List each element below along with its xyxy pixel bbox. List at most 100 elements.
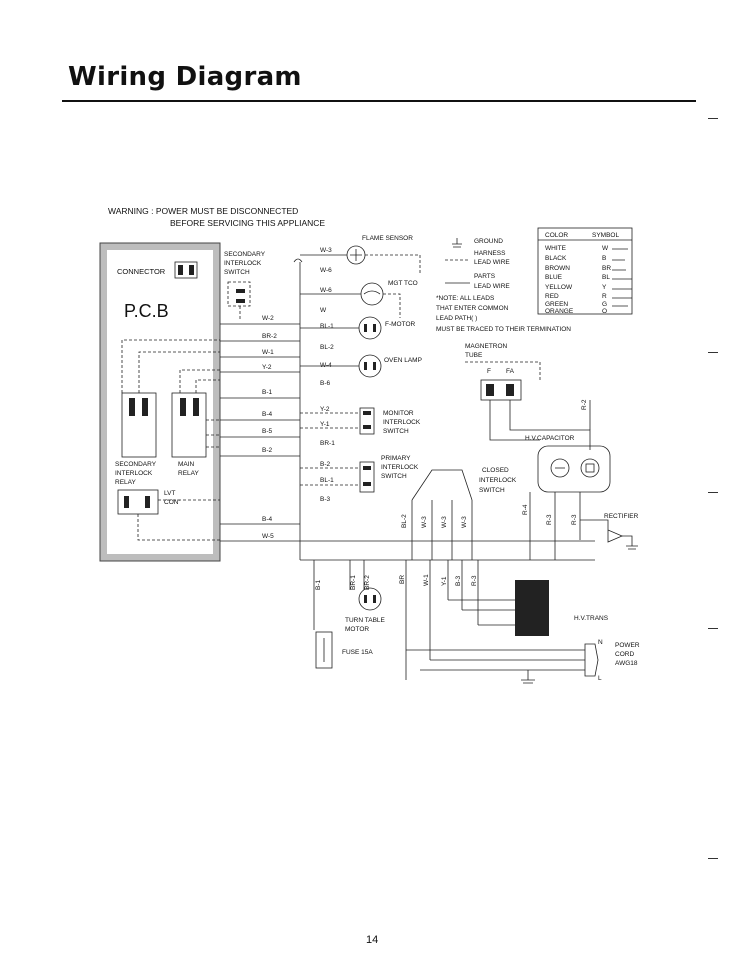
note-line: *NOTE: ALL LEADS [436,295,495,302]
wire-label-bl-2b: BL-2 [401,514,408,528]
closed-interlock-switch-label: SWITCH [479,487,505,494]
magnetron-tube-label: MAGNETRON [465,343,508,350]
fuse-label: FUSE 15A [342,649,373,656]
wire-label-y-2: Y-2 [262,364,272,371]
lvt-con-label: CON' [164,499,180,506]
color-table-row: YELLOW [545,284,573,291]
r-3-label-b: R-3 [571,514,578,525]
wire-label-w-1: W-1 [262,349,274,356]
parts-label: PARTS [474,273,496,280]
fuse-icon [315,631,333,669]
main-relay-label: RELAY [178,470,199,477]
main-relay-icon [171,392,207,458]
connector-pin [124,496,129,508]
f-motor-label: F-MOTOR [385,321,416,328]
wire-label-b-1: B-1 [262,389,273,396]
turn-table-motor-icon [358,587,382,611]
power-cord-pin-l: L [598,675,602,682]
margin-mark [708,118,718,119]
primary-interlock-switch-label: INTERLOCK [381,464,419,471]
wire-label-bl-2: BL-2 [320,344,334,351]
closed-interlock-switch-icon [411,469,473,501]
relay-contact [129,398,135,416]
wire-label-w-4: W-4 [320,362,332,369]
turn-table-motor-label: MOTOR [345,626,369,633]
flame-sensor-label: FLAME SENSOR [362,235,413,242]
color-table-header-color: COLOR [545,232,568,239]
lvt-con-label: LVT [164,490,175,497]
relay-contact [180,398,186,416]
wire-label-b-5: B-5 [262,428,273,435]
color-table-row: BR [602,265,611,272]
oven-lamp-icon [358,354,382,378]
wire-label-w: W [320,307,327,314]
wire-label-w-3c: W-3 [441,516,448,528]
margin-mark [708,352,718,353]
hv-capacitor-icon [537,445,611,493]
wire-label-br-2b: BR-2 [364,575,371,590]
wire-label-y-1: Y-1 [320,421,330,428]
wire-label-b-6: B-6 [320,380,331,387]
color-table-row: BL [602,274,610,281]
secondary-interlock-switch-label: INTERLOCK [224,260,262,267]
secondary-interlock-switch-label: SECONDARY [224,251,266,258]
margin-mark [708,858,718,859]
secondary-interlock-switch-label: SWITCH [224,269,250,276]
r-4-label: R-4 [522,504,529,515]
wire-label-w-3b: W-3 [421,516,428,528]
wire-label-b-1b: B-1 [315,580,322,591]
secondary-interlock-relay-label: INTERLOCK [115,470,153,477]
warning-line-1: WARNING : POWER MUST BE DISCONNECTED [108,206,298,216]
wire-label-y-2b: Y-2 [320,406,330,413]
ground-symbol-icon [452,238,462,248]
connector-pin [189,265,194,275]
primary-interlock-switch-label: SWITCH [381,473,407,480]
color-table-row: G [602,301,607,308]
margin-mark [708,628,718,629]
rectifier-icon [580,519,624,543]
closed-interlock-switch-label: INTERLOCK [479,477,517,484]
color-table-row: W [602,245,609,252]
wire-label-br-1: BR-1 [320,440,335,447]
note-line: MUST BE TRACED TO THEIR TERMINATION [436,326,571,333]
hv-capacitor-label: H.V.CAPACITOR [525,435,575,442]
r-2-label: R-2 [581,399,588,410]
wire-label-b-3b: B-3 [455,576,462,587]
color-table-row: R [602,293,607,300]
magnetron-tube-label: TUBE [465,352,483,359]
page-title: Wiring Diagram [68,62,302,92]
wire-label-w-1b: W-1 [423,574,430,586]
wire-label-bl-1b: BL-1 [320,477,334,484]
color-table-row: BLUE [545,274,563,281]
wire-label-b-4b: B-4 [262,516,273,523]
warning-line-2: BEFORE SERVICING THIS APPLIANCE [170,218,325,228]
color-table-row: GREEN [545,301,568,308]
color-table-row: O [602,308,607,315]
color-table-row: Y [602,284,607,291]
closed-interlock-switch-label: CLOSED [482,467,509,474]
connector-label: CONNECTOR [117,267,166,276]
wire-label-br: BR [399,575,406,584]
color-table-row: BROWN [545,265,570,272]
color-table-row: WHITE [545,245,567,252]
wire-label-w-3: W-3 [320,247,332,254]
wire-label-br-1b: BR-1 [350,575,357,590]
primary-interlock-switch-icon [359,461,375,493]
wire-label-w-3d: W-3 [461,516,468,528]
color-table-row: RED [545,293,559,300]
note-line: THAT ENTER COMMON [436,305,509,312]
power-cord-pin-n: N [598,639,603,646]
wire-label-b-4: B-4 [262,411,273,418]
wire-label-b-2b: B-2 [320,461,331,468]
ground-label: GROUND [474,238,503,245]
monitor-interlock-switch-icon [359,407,375,435]
turn-table-motor-label: TURN TABLE [345,617,386,624]
hv-trans-icon [515,580,549,636]
mgt-tco-label: MGT TCO [388,280,418,287]
connector-icon [174,261,198,279]
connector-pin [145,496,150,508]
oven-lamp-label: OVEN LAMP [384,357,422,364]
color-table-header-symbol: SYMBOL [592,232,619,239]
note-line: LEAD PATH( ) [436,315,477,322]
